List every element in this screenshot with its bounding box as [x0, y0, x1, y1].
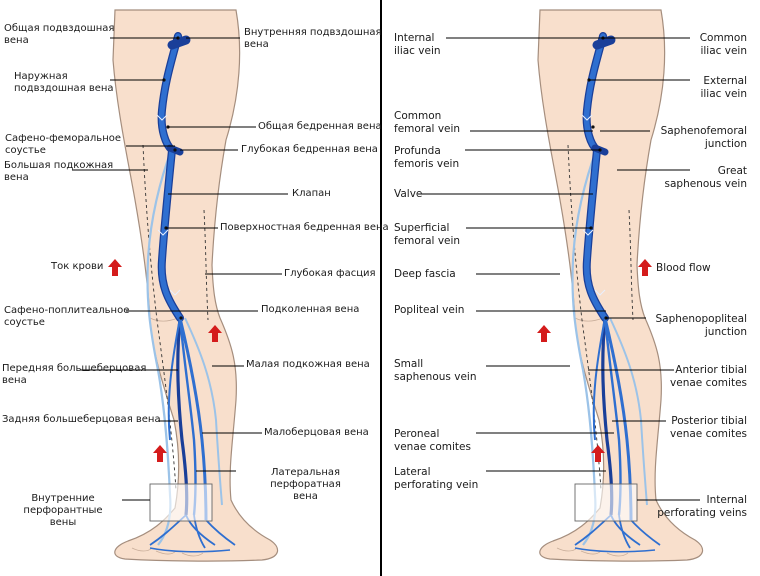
label-en-common-femoral: Common femoral vein — [394, 110, 461, 135]
label-ru-deep-fascia: Глубокая фасция — [284, 268, 376, 279]
label-ru-great-saphenous: Большая подкожная вена — [4, 160, 114, 183]
label-en-anterior-tibial: Anterior tibial venae comites — [670, 364, 747, 389]
left-leader-lines — [72, 37, 288, 501]
label-ru-common-femoral: Общая бедренная вена — [258, 121, 382, 132]
label-ru-peroneal: Малоберцовая вена — [264, 427, 369, 438]
label-en-profunda: Profunda femoris vein — [394, 145, 460, 170]
label-en-lateral-perforating: Lateral perforating vein — [394, 466, 479, 491]
label-en-common-iliac: Common iliac vein — [699, 32, 747, 57]
label-ru-anterior-tibial: Передняя большеберцовая вена — [2, 363, 147, 386]
blood-flow-arrow-left-1 — [108, 259, 122, 276]
label-en-valve: Valve — [394, 188, 423, 200]
label-en-small-saphenous: Small saphenous vein — [394, 358, 477, 383]
blood-flow-arrow-right-2 — [537, 325, 551, 342]
label-ru-internal-perforating: Внутренние перфорантные вены — [23, 493, 103, 528]
blood-flow-arrow-left-3 — [153, 445, 167, 462]
label-en-popliteal: Popliteal vein — [394, 304, 465, 316]
label-en-deep-fascia: Deep fascia — [394, 268, 456, 280]
label-en-great-saphenous: Great saphenous vein — [664, 165, 747, 190]
label-ru-posterior-tibial: Задняя большеберцовая вена — [2, 414, 161, 425]
label-ru-common-iliac: Общая подвздошная вена — [4, 23, 115, 46]
label-en-peroneal: Peroneal venae comites — [394, 428, 471, 453]
label-en-blood-flow: Blood flow — [656, 262, 711, 274]
label-ru-saphenopopliteal: Сафено-поплитеальное соустье — [4, 305, 130, 328]
label-en-external-iliac: External iliac vein — [700, 75, 747, 100]
label-ru-superficial-femoral: Поверхностная бедренная вена — [220, 222, 389, 233]
label-en-internal-iliac: Internal iliac vein — [394, 32, 441, 57]
label-en-saphenofemoral: Saphenofemoral junction — [660, 125, 747, 150]
label-ru-saphenofemoral: Сафено-феморальное соустье — [5, 133, 122, 156]
label-ru-profunda: Глубокая бедренная вена — [241, 144, 378, 155]
label-ru-internal-iliac: Внутренняя подвздошная вена — [244, 27, 382, 50]
blood-flow-arrow-right-1 — [638, 259, 652, 276]
label-ru-popliteal: Подколенная вена — [261, 304, 360, 315]
label-ru-external-iliac: Наружная подвздошная вена — [14, 71, 114, 94]
label-ru-small-saphenous: Малая подкожная вена — [246, 359, 370, 370]
label-ru-valve: Клапан — [292, 188, 331, 199]
label-en-superficial-femoral: Superficial femoral vein — [394, 222, 461, 247]
label-ru-lateral-perforating: Латеральная перфоратная вена — [270, 467, 341, 502]
label-en-posterior-tibial: Posterior tibial venae comites — [670, 415, 747, 440]
label-ru-blood-flow: Ток крови — [51, 261, 104, 272]
label-en-saphenopopliteal: Saphenopopliteal junction — [655, 313, 747, 338]
label-en-internal-perforating: Internal perforating veins — [657, 494, 747, 519]
right-leader-lines — [418, 37, 700, 501]
